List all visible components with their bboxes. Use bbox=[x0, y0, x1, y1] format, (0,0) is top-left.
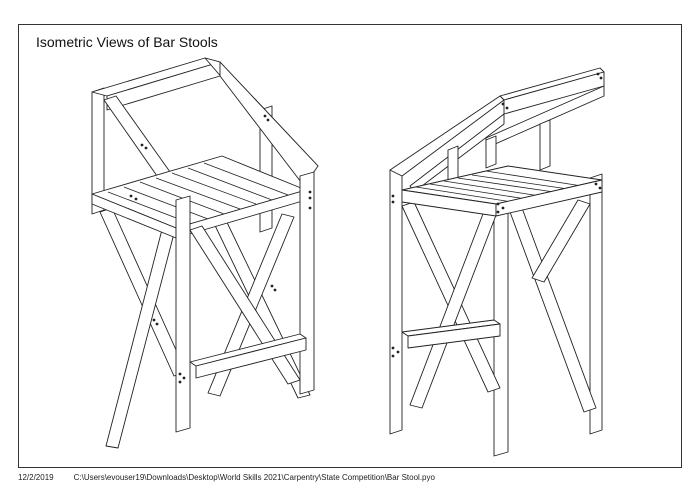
left-footrest-front bbox=[195, 337, 307, 379]
left-seat-slats bbox=[107, 162, 289, 225]
left-stool bbox=[91, 57, 319, 449]
right-backrest-side-rail bbox=[389, 95, 505, 177]
left-front-leg-left bbox=[175, 195, 191, 433]
right-footrest-front bbox=[407, 323, 501, 349]
left-front-leg-right bbox=[299, 171, 315, 395]
right-fixing-holes bbox=[391, 72, 603, 358]
sheet-title: Isometric Views of Bar Stools bbox=[36, 34, 218, 50]
left-fixing-holes bbox=[129, 114, 312, 384]
sheet-footer: 12/2/2019 C:\Users\evouser19\Downloads\De… bbox=[18, 473, 435, 482]
right-backrest-post-mid bbox=[485, 135, 497, 169]
right-rear-leg bbox=[589, 173, 603, 435]
right-rear-post-left bbox=[389, 165, 403, 435]
sheet-border bbox=[18, 24, 682, 468]
right-stool bbox=[389, 67, 605, 457]
right-backrest-post-right bbox=[539, 119, 551, 171]
right-side-brace-b bbox=[531, 199, 591, 283]
footer-date: 12/2/2019 bbox=[18, 473, 54, 482]
right-seat-slats bbox=[415, 170, 583, 203]
right-seat-apron-side bbox=[495, 179, 603, 217]
right-side-brace-a bbox=[509, 207, 597, 413]
footer-file-path: C:\Users\evouser19\Downloads\Desktop\Wor… bbox=[73, 473, 435, 482]
